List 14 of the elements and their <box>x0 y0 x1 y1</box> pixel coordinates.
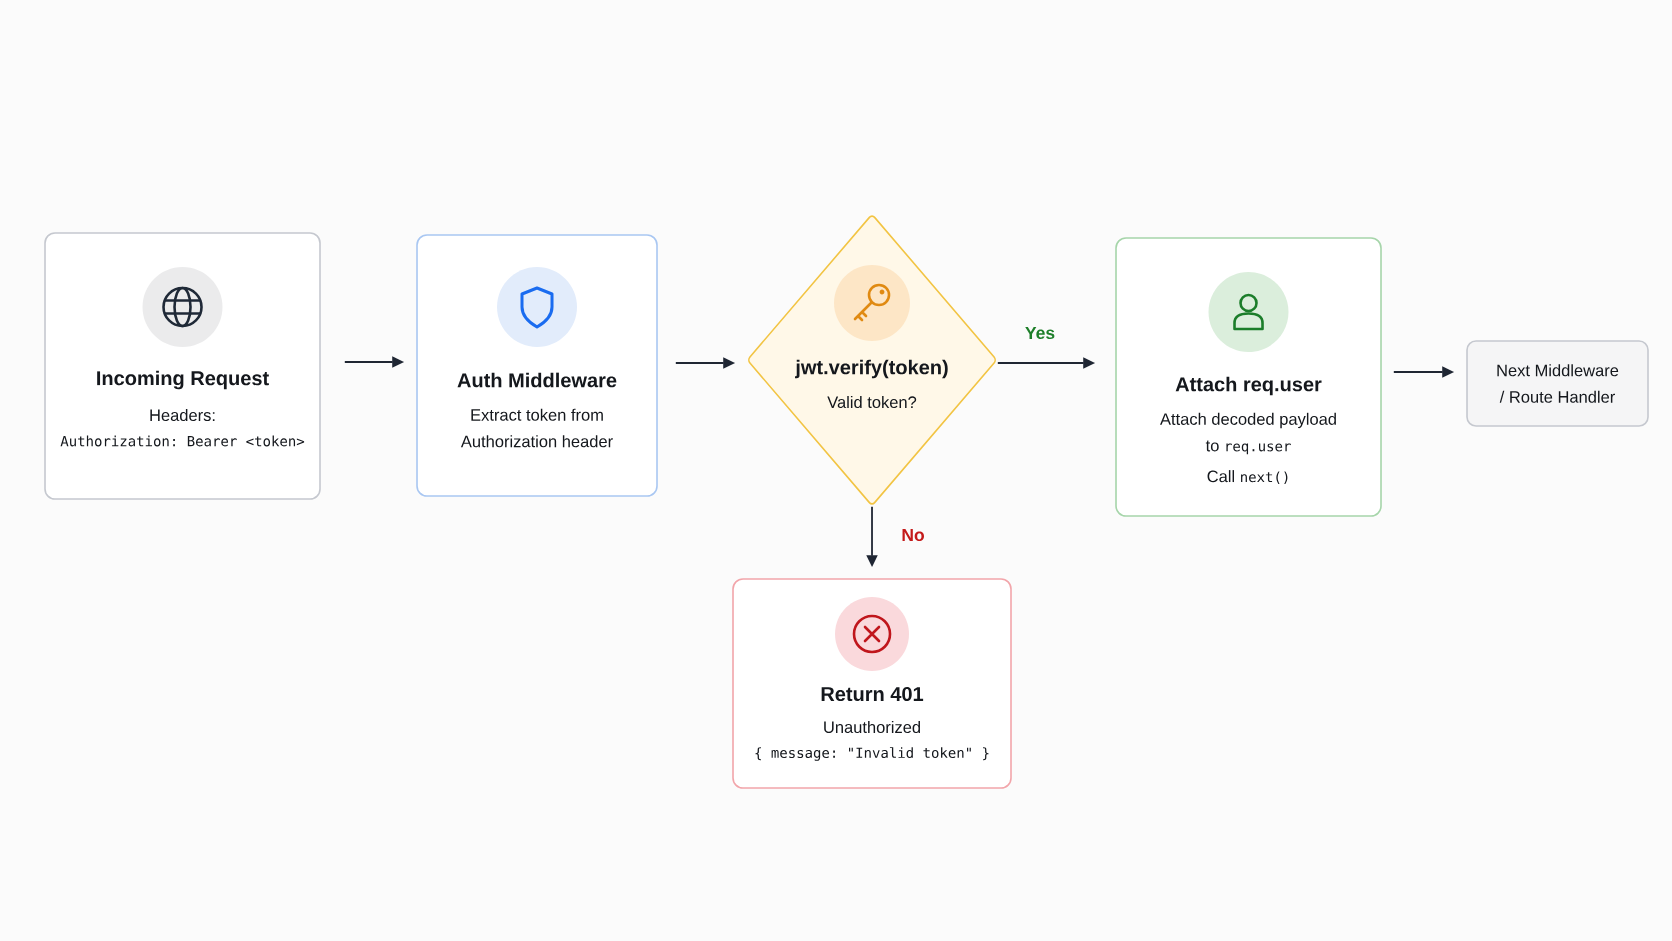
process-box: Next Middleware / Route Handler <box>1466 340 1649 427</box>
node-title: jwt.verify(token) <box>795 359 948 379</box>
code-text: Authorization: Bearer <token> <box>60 435 305 447</box>
node-description: Valid token? <box>827 395 917 409</box>
node-description: Attach decoded payload to req.user <box>1160 412 1336 455</box>
node-description: Unauthorized <box>824 720 920 734</box>
node-title: Incoming Request <box>97 370 269 390</box>
node-description: Extract token from Authorization header <box>460 408 613 448</box>
node-description: Call next() <box>1207 470 1288 484</box>
node-title: Auth Middleware <box>457 372 617 388</box>
node-title: Attach req.user <box>1175 376 1322 396</box>
node-description: Headers: <box>150 408 215 422</box>
node-title: Return 401 <box>821 686 924 702</box>
code-text: { message: "Invalid token" } <box>755 747 989 761</box>
